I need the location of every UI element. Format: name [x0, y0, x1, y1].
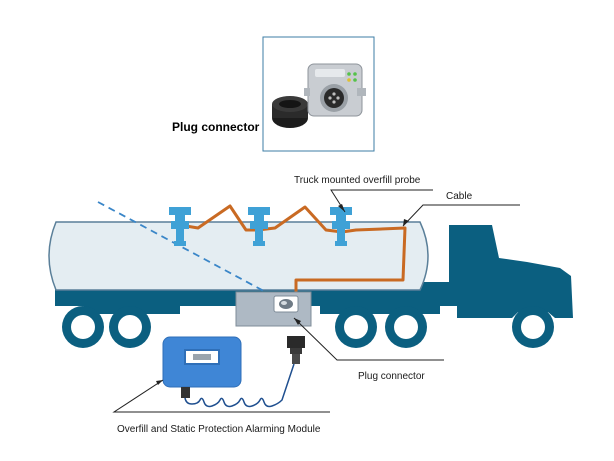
tank: [48, 221, 429, 291]
alarm-module: [162, 336, 305, 408]
photo-caption: Plug connector: [172, 120, 260, 134]
alarm-module-label: Overfill and Static Protection Alarming …: [117, 424, 321, 435]
cable-label: Cable: [446, 191, 473, 202]
module-cable: [184, 363, 295, 408]
probe-icon: [169, 207, 191, 246]
probe-icon: [248, 207, 270, 246]
plug-connector-photo: [272, 63, 366, 128]
plug-connector-photo-frame: [262, 36, 375, 152]
overfill-probes: [169, 207, 352, 246]
overfill-probe-label: Truck mounted overfill probe: [294, 175, 421, 186]
truck-wheels: [62, 306, 554, 348]
plug-connector-label: Plug connector: [358, 371, 425, 382]
tanker-truck: [48, 201, 573, 348]
probe-icon: [330, 207, 352, 246]
leader-lines: [112, 189, 520, 413]
truck-cab: [418, 225, 573, 318]
cable: [185, 204, 407, 293]
